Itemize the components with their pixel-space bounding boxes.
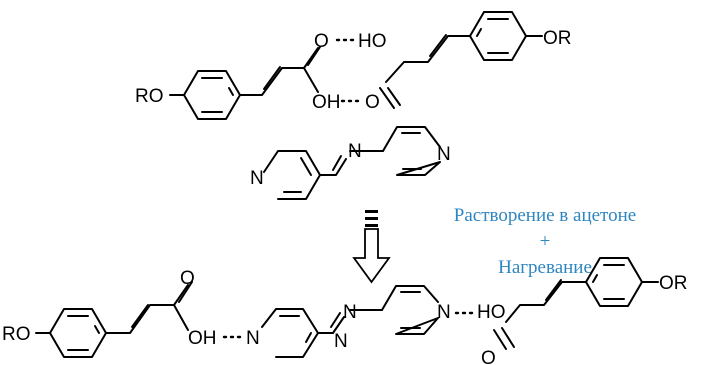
left-vinyl-double xyxy=(263,66,281,90)
or-label-top-right: OR xyxy=(543,28,572,49)
pyridine-nitrogen: N xyxy=(437,144,451,165)
supramolecular-complex: RO O OH N N N N HO O OR xyxy=(2,257,688,365)
oh-label: OH xyxy=(188,328,217,349)
azo-linkage xyxy=(317,309,383,334)
right-carbonyl-single xyxy=(501,327,515,348)
pyridine-ring-right xyxy=(382,126,441,176)
oh-label: OH xyxy=(312,92,341,113)
right-carbonyl-double xyxy=(493,329,507,350)
condition-plus: + xyxy=(540,231,551,252)
oxygen-label: O xyxy=(365,92,380,113)
or-label-bottom-right: OR xyxy=(659,273,688,294)
reaction-conditions: Растворение в ацетоне + Нагревание xyxy=(454,205,636,278)
right-vinyl-chain xyxy=(505,281,587,323)
pyridine-ring-left xyxy=(261,308,319,358)
pyridine-nitrogen: N xyxy=(246,328,260,349)
arrow-tick xyxy=(365,217,378,220)
condition-dissolution: Растворение в ацетоне xyxy=(454,205,636,226)
left-vinyl-chain xyxy=(239,47,319,96)
reaction-arrow xyxy=(352,210,391,284)
ho-label: HO xyxy=(477,302,506,323)
oxygen-label: O xyxy=(314,31,329,52)
azo-double xyxy=(332,155,342,171)
azo-nitrogen: N xyxy=(343,302,357,323)
oxygen-label: O xyxy=(180,268,195,289)
acid-dimer: RO O OH HO O OR xyxy=(135,11,572,120)
arrow-tick xyxy=(365,210,378,213)
pyridine-nitrogen: N xyxy=(437,302,451,323)
oxygen-label: O xyxy=(481,348,496,365)
right-vinyl-double xyxy=(429,34,447,57)
left-carbonyl-double xyxy=(178,281,193,303)
azo-nitrogen: N xyxy=(348,141,362,162)
right-vinyl-double xyxy=(545,279,562,301)
right-benzene-ring xyxy=(585,257,643,307)
ro-label-top-left: RO xyxy=(135,86,164,107)
left-benzene-ring xyxy=(183,70,241,120)
ho-label: HO xyxy=(358,31,387,52)
left-vinyl-double xyxy=(131,304,149,328)
azo-double xyxy=(330,312,341,328)
right-vinyl-chain xyxy=(385,35,471,83)
pyridine-ring-left xyxy=(263,150,321,200)
left-benzene-ring xyxy=(49,308,107,358)
right-carbonyl-single xyxy=(387,87,401,106)
azopyridine: N N N xyxy=(250,126,451,200)
left-carbonyl-double xyxy=(307,46,321,66)
pyridine-ring-right xyxy=(381,285,439,335)
azo-nitrogen: N xyxy=(334,331,348,352)
condition-heating: Нагревание xyxy=(498,257,592,278)
azo-linkage xyxy=(319,150,384,176)
arrow-tick xyxy=(365,224,378,227)
right-benzene-ring xyxy=(469,11,527,61)
pyridine-nitrogen: N xyxy=(250,168,264,189)
right-carbonyl-double xyxy=(379,87,395,109)
left-vinyl-chain xyxy=(105,284,189,334)
hollow-arrow xyxy=(352,228,391,284)
ro-label-bottom-left: RO xyxy=(2,324,31,345)
